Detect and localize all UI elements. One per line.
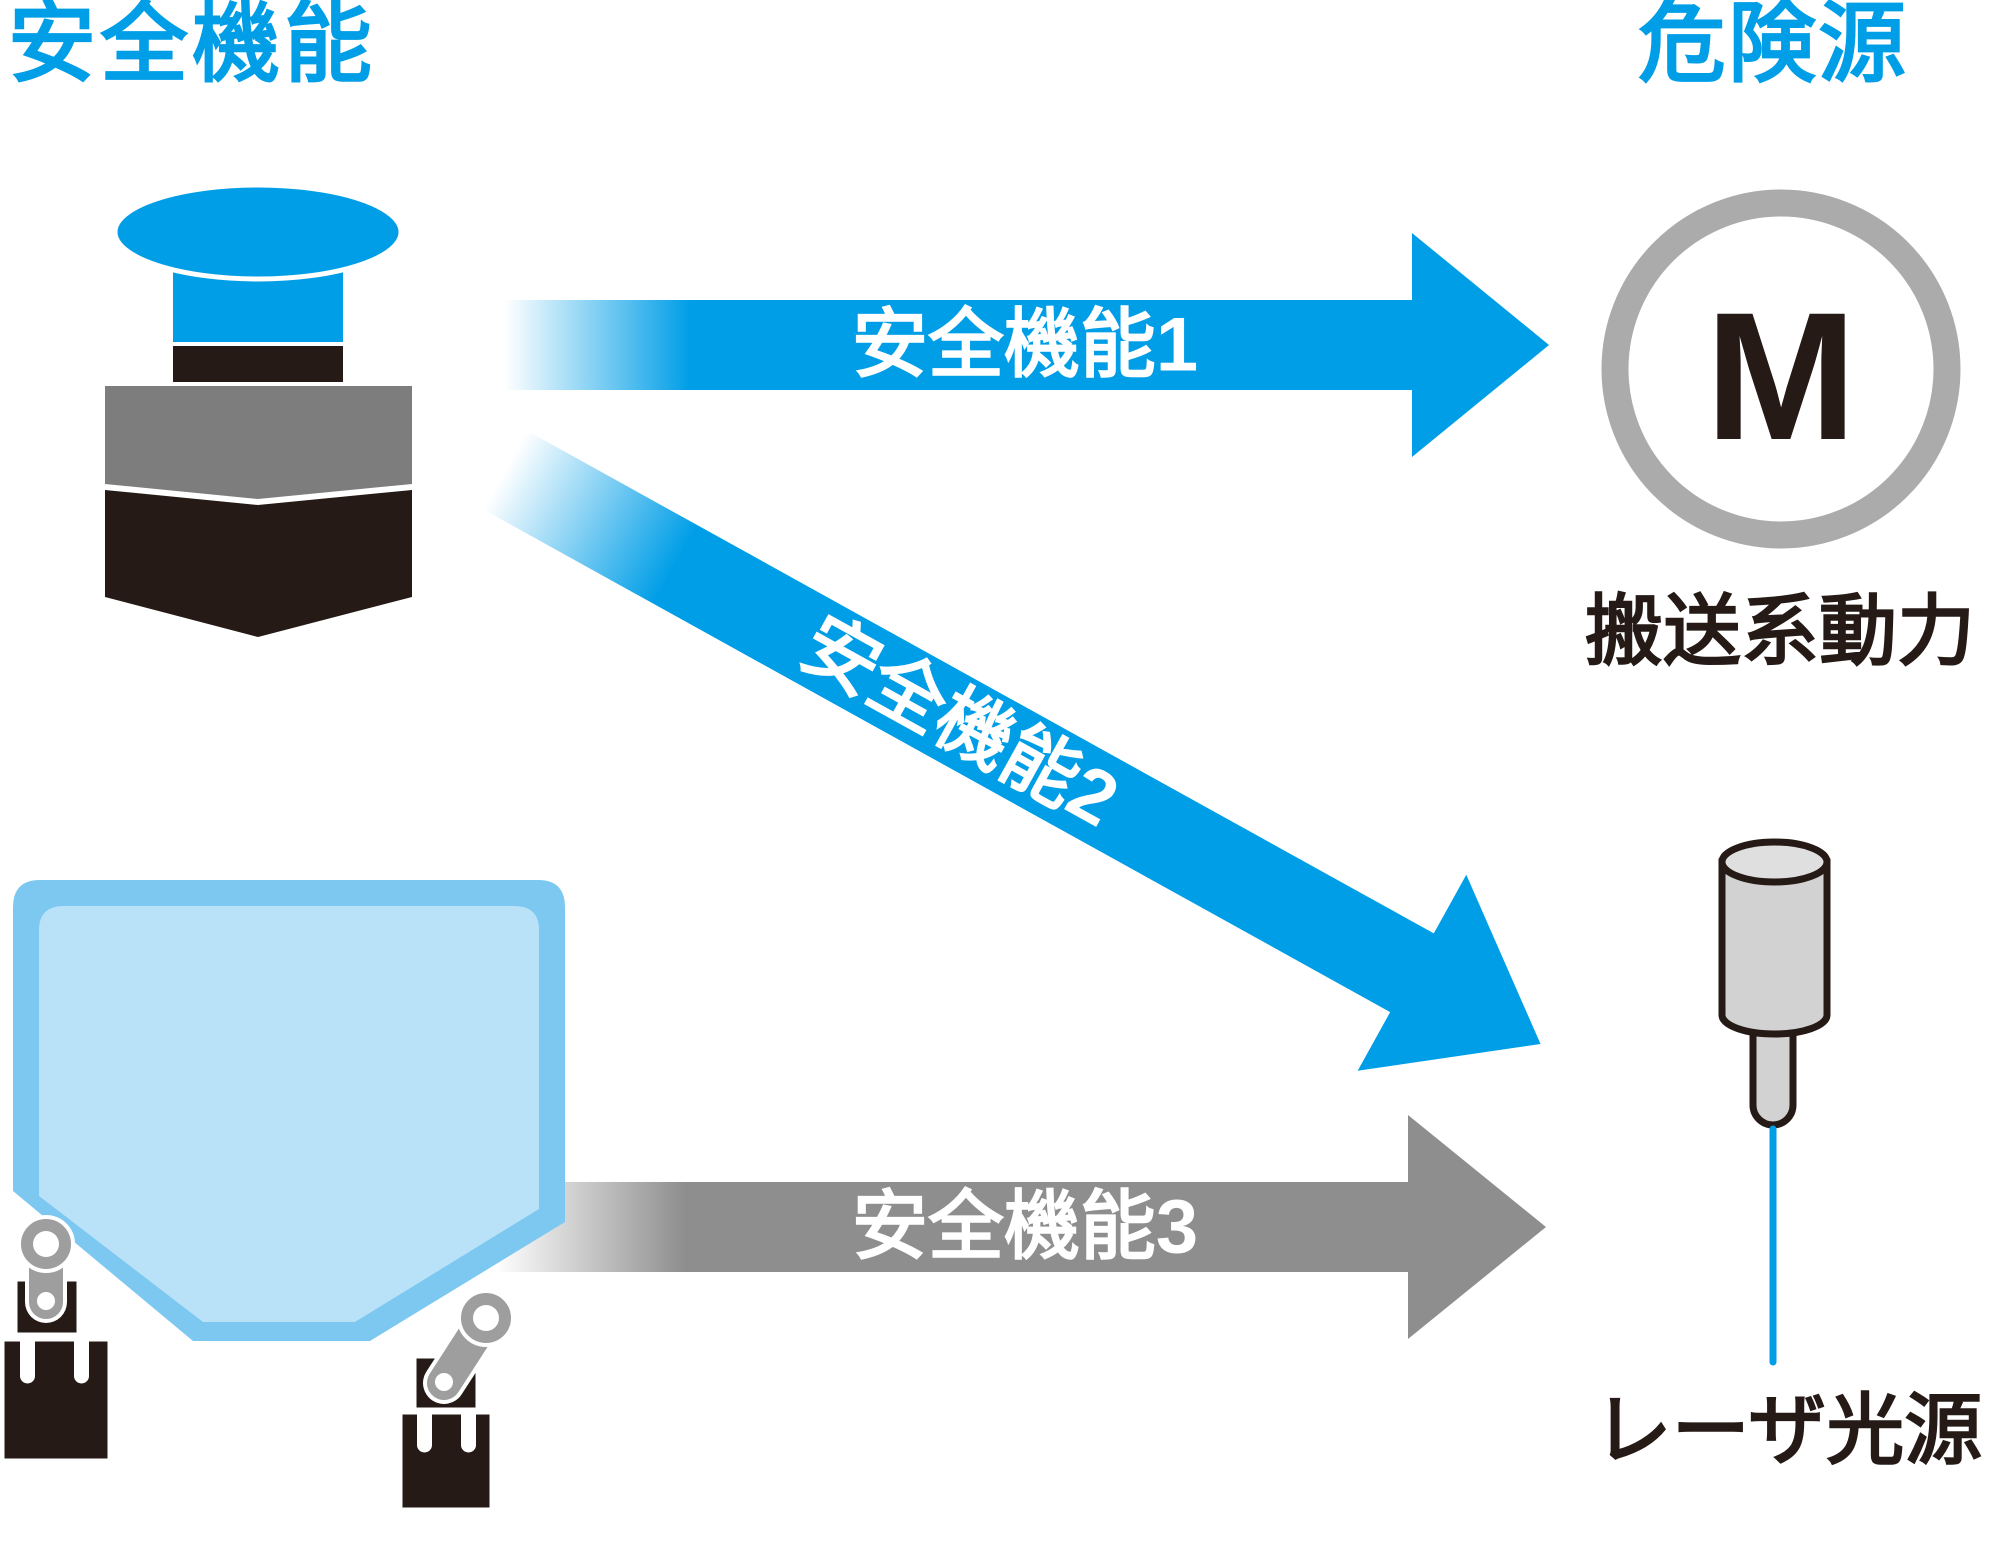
motor-letter: M <box>1705 274 1857 478</box>
latch-left-pivot-hole <box>33 1231 59 1257</box>
laser-nozzle <box>1749 1026 1797 1129</box>
latch-right-body <box>399 1411 493 1511</box>
safety-functions-header: 安全機能 <box>8 0 376 93</box>
arrow-2-shape <box>483 430 1541 1071</box>
latch-right-slot-b <box>461 1411 476 1453</box>
interlock-guard-icon <box>1 880 565 1511</box>
laser-body <box>1718 858 1831 1038</box>
arrow-1-shape <box>505 233 1549 457</box>
safety-function-2-arrow: 安全機能2 <box>483 430 1541 1071</box>
motor-caption: 搬送系動力 <box>1585 587 1975 675</box>
guard-latch-right <box>399 1289 515 1511</box>
latch-right-arm-hole <box>435 1373 453 1391</box>
arrow-1-label: 安全機能1 <box>852 303 1198 388</box>
motor-ring <box>1601 189 1961 549</box>
hazard-sources-header: 危険源 <box>1638 0 1908 93</box>
estop-base <box>105 490 412 637</box>
safety-function-1-arrow: 安全機能1 <box>505 233 1549 457</box>
estop-cap <box>112 182 404 282</box>
arrow-2-label: 安全機能2 <box>788 601 1132 843</box>
guard-window <box>39 906 539 1322</box>
latch-right-pivot-hole <box>473 1305 499 1331</box>
motor-symbol-icon: M <box>1601 189 1961 549</box>
latch-left-body <box>1 1338 111 1462</box>
laser-source-icon <box>1718 838 1831 1366</box>
laser-caption: レーザ光源 <box>1594 1386 1982 1474</box>
safety-function-3-arrow: 安全機能3 <box>498 1115 1546 1339</box>
estop-body <box>105 386 412 499</box>
laser-body-top <box>1718 838 1831 886</box>
arrow-3-label: 安全機能3 <box>852 1185 1198 1270</box>
latch-right-slot-a <box>417 1411 432 1453</box>
latch-left-slot-a <box>20 1338 35 1384</box>
latch-left-slot-b <box>74 1338 89 1384</box>
emergency-stop-button-icon <box>105 182 412 637</box>
guard-latch-left <box>1 1215 111 1462</box>
arrow-3-shape <box>498 1115 1546 1339</box>
latch-left-arm-hole <box>37 1292 55 1310</box>
estop-collar <box>173 346 343 382</box>
